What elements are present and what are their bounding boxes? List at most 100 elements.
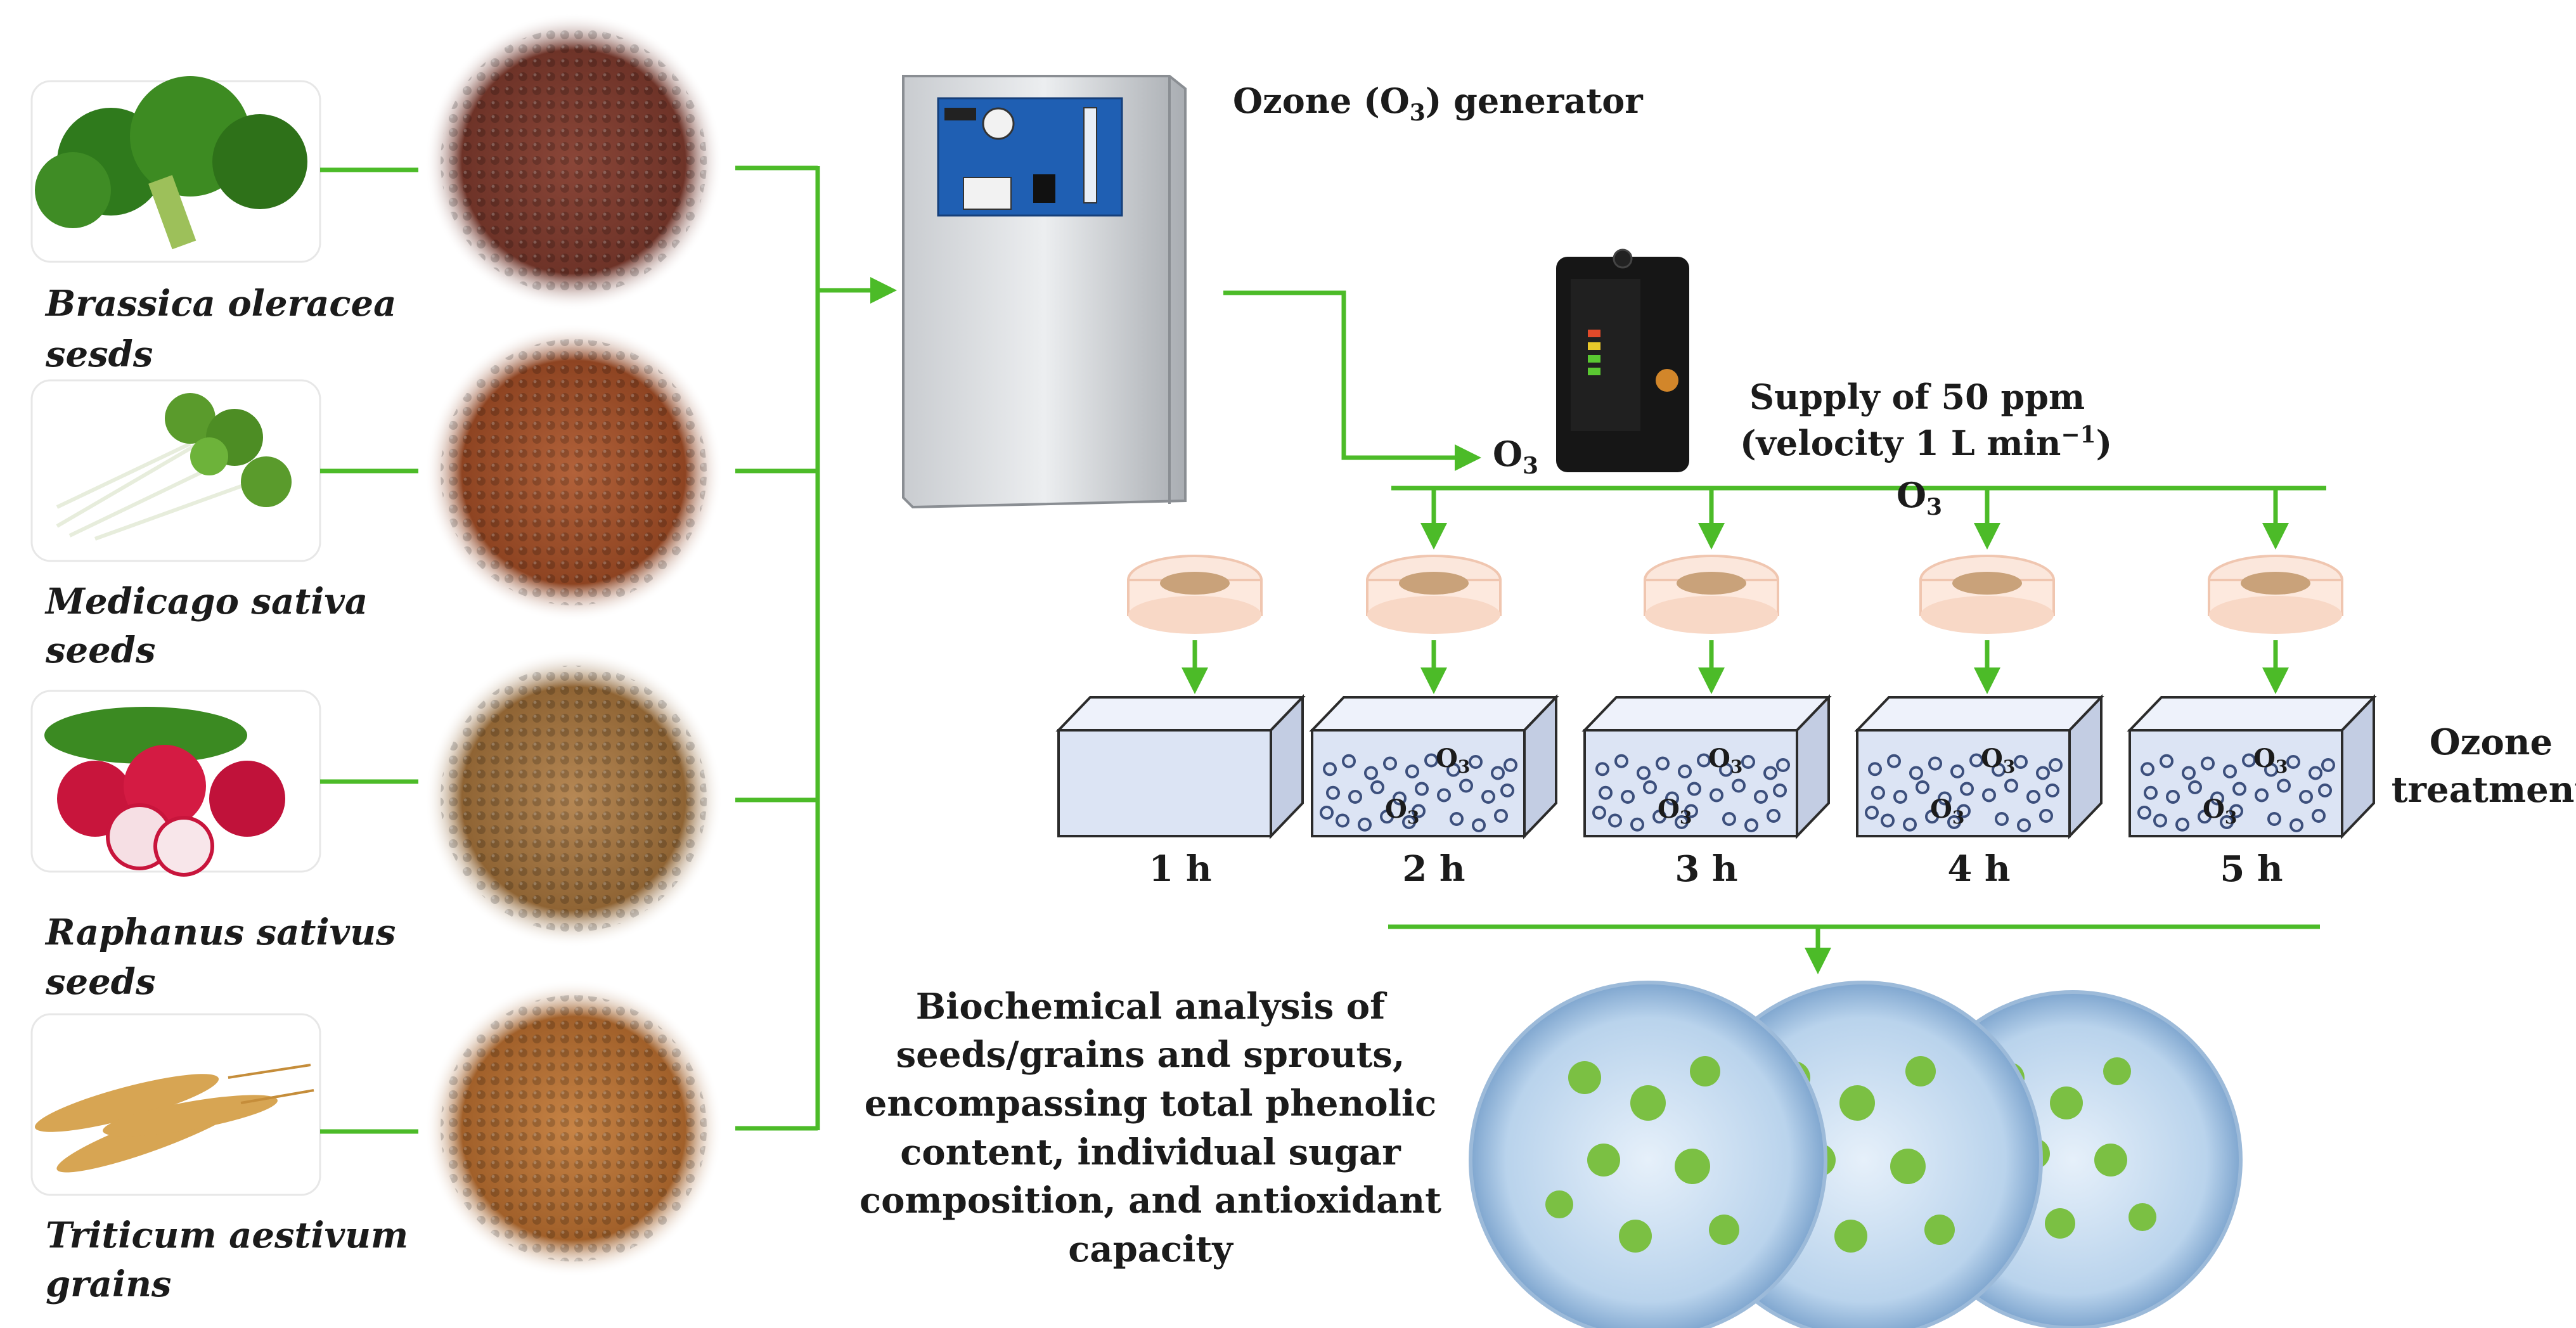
time-labels: 1 h 2 h 3 h 4 h 5 h [1149, 848, 2283, 890]
svg-text:O3: O3 [1658, 794, 1692, 828]
svg-text:O3: O3 [1385, 794, 1419, 828]
time-label-3h: 3 h [1675, 848, 1737, 890]
ozone-bubble [1687, 782, 1701, 796]
species-3-line1: Raphanus sativus [44, 912, 396, 953]
species-photo-radish [30, 690, 321, 877]
ozone-bubble [2229, 804, 2243, 818]
ozone-bubble [2210, 791, 2224, 806]
ozone-bubble [1481, 790, 1495, 804]
ozone-bubble [1881, 813, 1895, 828]
seed-dish-4h [1919, 555, 2055, 634]
ozone-bubble [2286, 755, 2300, 769]
ozone-bubble [2049, 758, 2063, 772]
supply-line-2: (velocity 1 L min−1) [1740, 422, 2112, 463]
ozone-bubble [1405, 764, 1419, 778]
seed-dish-2h [1366, 555, 1502, 634]
ozone-bubble [1969, 753, 1983, 768]
ozone-bubble [2267, 812, 2281, 826]
ozone-bubble [1500, 783, 1514, 797]
ozone-bubble [1916, 780, 1929, 794]
ozone-monitor-device [1556, 248, 1689, 472]
ozone-bubble [1754, 790, 1768, 804]
ozone-bubble [2160, 754, 2174, 768]
o3-label-main: O3 [1493, 434, 1538, 479]
ozone-bubble [1871, 785, 1885, 800]
ozone-bubble [1595, 762, 1609, 777]
ozone-bubble [1947, 815, 1961, 829]
ozone-bubble [2321, 758, 2335, 772]
ozone-bubble [1773, 783, 1787, 797]
pile-bus-connector [735, 165, 820, 1131]
ozone-bubble [2045, 783, 2059, 797]
ozone-bubble [1437, 788, 1451, 803]
ozone-bubble [1887, 754, 1901, 768]
ozone-bubble [2242, 753, 2256, 768]
chamber-2h: O3 O3 [1309, 694, 1559, 839]
ozone-bubble [2141, 762, 2154, 777]
ozone-bubble [1323, 762, 1337, 777]
ozone-bubble [1383, 756, 1397, 771]
ozone-bubble [1459, 778, 1473, 793]
ozone-bubble [1722, 812, 1736, 826]
ozone-bubble [1678, 764, 1692, 778]
seed-pile-wheat [425, 979, 723, 1277]
seed-pile-alfalfa [425, 323, 723, 621]
seed-dishes [1127, 555, 2343, 634]
ozone-bubble [2264, 763, 2278, 777]
ozone-bubble [1320, 806, 1334, 820]
ozone-bubble [1652, 809, 1666, 824]
ozone-bubble [1446, 763, 1460, 777]
ozone-bubble [1950, 764, 1964, 778]
ozone-bubble [2309, 766, 2322, 780]
ozone-bubble [2232, 782, 2246, 796]
ozone-bubble [1472, 818, 1486, 832]
time-label-4h: 4 h [1947, 848, 2010, 890]
ozone-bubble [2144, 785, 2158, 800]
ozone-bubble [1995, 812, 2009, 826]
chamber-1h [1055, 694, 1306, 839]
ozone-bubble [2004, 778, 2018, 793]
ozone-bubble [2299, 790, 2313, 804]
ozone-bubble [1710, 788, 1723, 803]
ozone-bubble [1469, 755, 1483, 769]
ozone-bubble [1402, 815, 1416, 829]
ozone-bubble [2198, 809, 2212, 824]
ozone-bubble [2182, 766, 2196, 780]
ozone-bubble [1893, 790, 1907, 804]
ozone-bubble [1621, 790, 1635, 804]
species-4-line1: Triticum aestivum [46, 1215, 408, 1256]
ozone-bubble [1744, 818, 1758, 832]
ozone-generator-machine [902, 75, 1187, 509]
species-2-line1: Medicago sativa [44, 581, 368, 622]
species-2-line2: seeds [45, 629, 155, 671]
sprout-dish-1 [1469, 981, 1827, 1328]
ozone-bubble [1364, 766, 1378, 780]
ozone-bubble [2312, 809, 2326, 823]
species-1-line1: Brassica oleracea [44, 283, 396, 325]
chamber-4h: O3 O3 [1854, 694, 2104, 839]
svg-text:encompassing total phenolic: encompassing total phenolic [865, 1083, 1437, 1125]
species-photo-wheat [30, 1013, 321, 1196]
svg-text:O3: O3 [1981, 744, 2015, 777]
ozone-bubble [2026, 790, 2040, 804]
seed-dish-1h [1127, 555, 1263, 634]
arrow-generator-to-distribution [1223, 290, 1481, 471]
svg-text:Biochemical analysis of: Biochemical analysis of [916, 986, 1388, 1028]
sprout-dishes [1469, 981, 2243, 1328]
ozone-bubble [2318, 783, 2332, 797]
distribution-arrows [1420, 488, 2289, 550]
ozone-bubble [1415, 782, 1429, 796]
chamber-5h: O3 O3 [2127, 694, 2377, 839]
ozone-bubble [1719, 763, 1733, 777]
ozone-bubble [2137, 806, 2151, 820]
ozone-bubble [1370, 780, 1384, 794]
supply-line-1: Supply of 50 ppm [1749, 377, 2085, 417]
svg-text:composition, and antioxidant: composition, and antioxidant [860, 1180, 1441, 1222]
ozone-bubble [2201, 756, 2215, 771]
ozone-bubble [1592, 806, 1606, 820]
chamber-3h: O3 O3 [1581, 694, 1832, 839]
ozone-bubble [1348, 790, 1362, 804]
ozone-bubble [1763, 766, 1777, 780]
svg-text:O3: O3 [2253, 744, 2288, 777]
ozone-bubble [1630, 817, 1644, 832]
